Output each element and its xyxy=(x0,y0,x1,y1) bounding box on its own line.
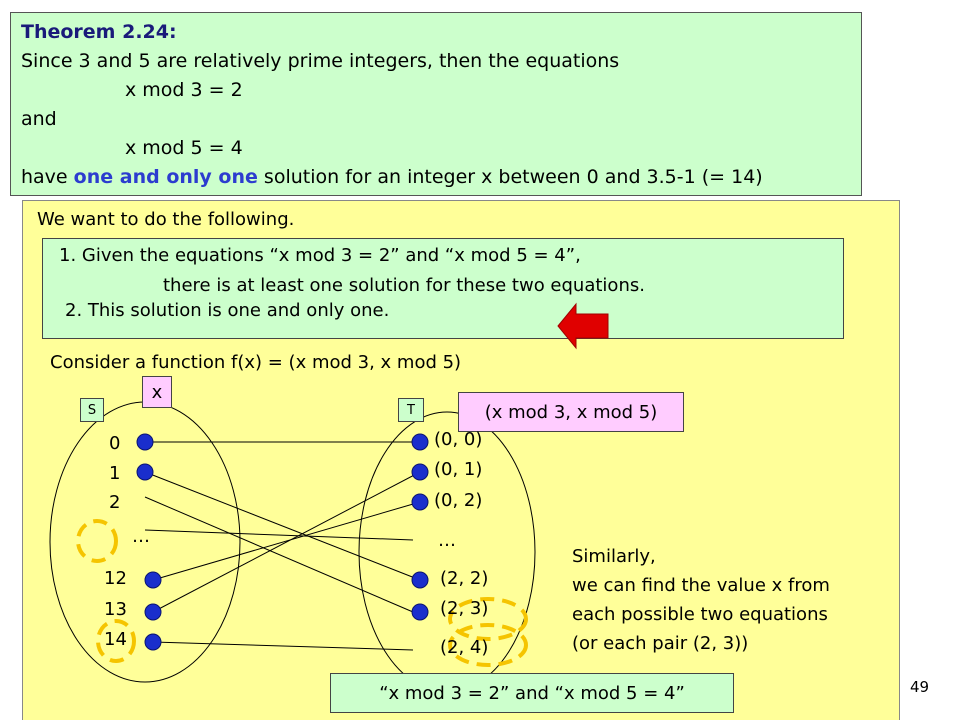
highlight-circle xyxy=(448,597,528,641)
mapping-line xyxy=(144,471,421,581)
codomain-value: (0, 2) xyxy=(434,490,483,511)
highlight-circle xyxy=(96,619,136,663)
step-1-line-2: there is at least one solution for these… xyxy=(163,275,645,296)
theorem-and: and xyxy=(21,108,57,130)
equations-label: “x mod 3 = 2” and “x mod 5 = 4” xyxy=(330,673,734,713)
red-arrow-icon xyxy=(557,302,609,350)
mapping-dot xyxy=(144,633,162,651)
variable-x-label: x xyxy=(142,376,172,408)
pair-label: (x mod 3, x mod 5) xyxy=(458,392,684,432)
mapping-dots xyxy=(136,433,429,651)
conclusion-emphasis: one and only one xyxy=(73,166,258,188)
mapping-line xyxy=(152,501,421,581)
domain-value: 0 xyxy=(109,433,121,454)
set-t-label: T xyxy=(398,398,424,422)
theorem-box: Theorem 2.24: Since 3 and 5 are relative… xyxy=(10,12,862,196)
similarly-line: Similarly, xyxy=(572,546,656,567)
highlight-circle xyxy=(448,623,528,667)
step-2-line: 2. This solution is one and only one. xyxy=(65,300,390,321)
set-s-label: S xyxy=(80,398,104,422)
intro-text: We want to do the following. xyxy=(37,209,295,230)
codomain-value: (2, 2) xyxy=(440,568,489,589)
mapping-dot xyxy=(411,493,429,511)
domain-value: 1 xyxy=(109,463,121,484)
mapping-lines xyxy=(144,441,421,651)
similarly-line: (or each pair (2, 3)) xyxy=(572,633,749,654)
mapping-dot xyxy=(411,603,429,621)
function-definition: Consider a function f(x) = (x mod 3, x m… xyxy=(50,352,462,373)
mapping-dot xyxy=(411,463,429,481)
mapping-dot xyxy=(144,571,162,589)
domain-value: 14 xyxy=(104,629,127,650)
highlight-marks xyxy=(76,519,528,667)
codomain-value: (0, 0) xyxy=(434,429,483,450)
mapping-line xyxy=(152,641,414,651)
conclusion-pre: have xyxy=(21,166,74,188)
theorem-title: Theorem 2.24: xyxy=(21,21,177,43)
theorem-line: Since 3 and 5 are relatively prime integ… xyxy=(21,50,620,72)
domain-value: 2 xyxy=(109,492,121,513)
highlight-circle xyxy=(76,519,118,563)
mapping-line xyxy=(144,496,414,613)
mapping-dot xyxy=(411,433,429,451)
conclusion-post: solution for an integer x between 0 and … xyxy=(257,166,763,188)
theorem-conclusion: have one and only one solution for an in… xyxy=(21,168,763,187)
similarly-line: each possible two equations xyxy=(572,604,828,625)
similarly-line: we can find the value x from xyxy=(572,575,830,596)
domain-value: 13 xyxy=(104,599,127,620)
codomain-value: … xyxy=(438,530,456,551)
mapping-line xyxy=(152,471,421,613)
codomain-value: (0, 1) xyxy=(434,459,483,480)
theorem-equation-2: x mod 5 = 4 xyxy=(125,137,243,159)
theorem-equation-1: x mod 3 = 2 xyxy=(125,79,243,101)
step-1-line-1: 1. Given the equations “x mod 3 = 2” and… xyxy=(59,245,581,266)
domain-value: 12 xyxy=(104,568,127,589)
mapping-dot xyxy=(144,603,162,621)
steps-box: 1. Given the equations “x mod 3 = 2” and… xyxy=(42,238,844,339)
domain-value: … xyxy=(132,526,150,547)
page-number: 49 xyxy=(910,678,930,696)
mapping-dot xyxy=(136,463,154,481)
mapping-dot xyxy=(411,571,429,589)
mapping-line xyxy=(144,529,414,541)
codomain-value: (2, 4) xyxy=(440,637,489,658)
mapping-dot xyxy=(136,433,154,451)
codomain-value: (2, 3) xyxy=(440,598,489,619)
